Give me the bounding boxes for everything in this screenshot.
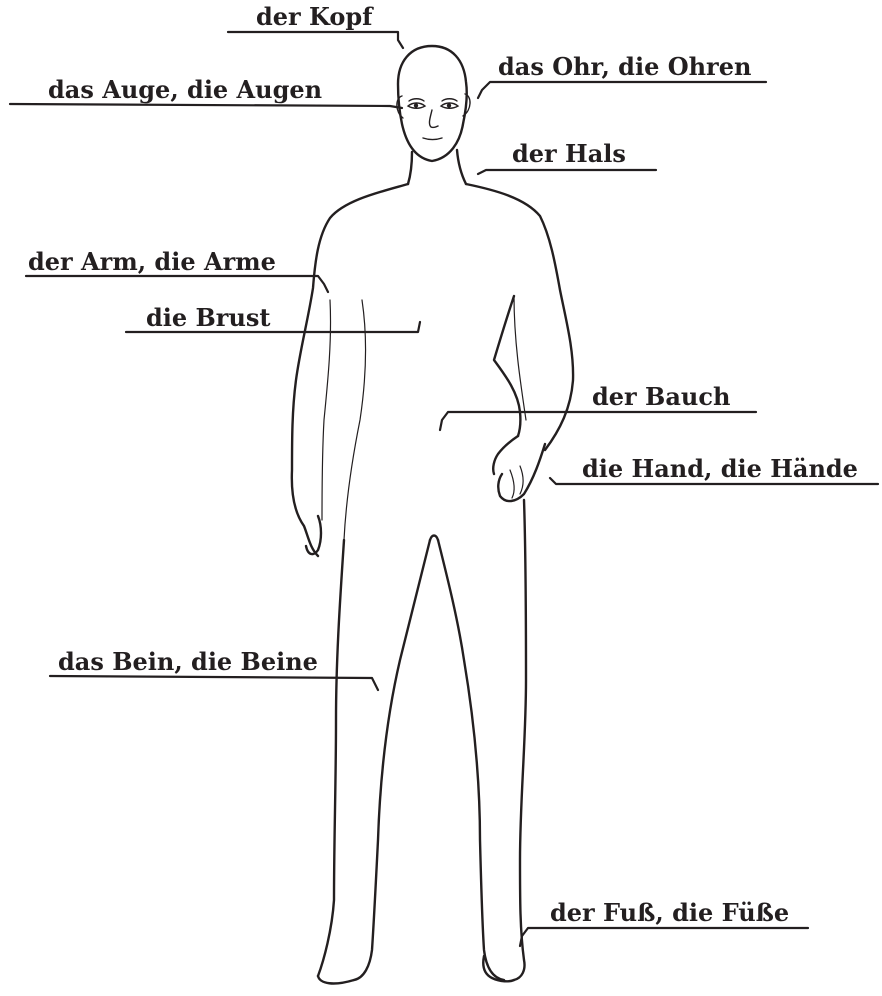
head-outline (398, 46, 467, 161)
torso-left (344, 300, 366, 540)
label-hand: die Hand, die Hände (582, 454, 858, 483)
eyes (408, 99, 458, 109)
neck-leader (478, 170, 656, 174)
torso-right (514, 296, 526, 420)
label-arm: der Arm, die Arme (28, 247, 276, 276)
neck-right (457, 150, 466, 184)
head-leader (228, 32, 403, 48)
leg-leader (50, 676, 378, 690)
label-head: der Kopf (256, 2, 374, 31)
left-shoulder-arm (292, 184, 408, 556)
label-chest: die Brust (146, 303, 271, 332)
label-leaders (10, 32, 878, 946)
left-leg-outer (318, 540, 344, 976)
foot-leader (520, 928, 808, 946)
label-neck: der Hals (512, 139, 626, 168)
crotch (430, 536, 438, 541)
ear-leader (478, 82, 766, 98)
label-leg: das Bein, die Beine (58, 647, 318, 676)
human-figure (292, 46, 573, 983)
arm-leader (26, 276, 328, 292)
label-belly: der Bauch (592, 382, 730, 411)
label-eye: das Auge, die Augen (48, 75, 322, 104)
left-foot (318, 976, 354, 983)
belly-leader (440, 412, 756, 430)
label-ear: das Ohr, die Ohren (498, 52, 751, 81)
labels: der Kopf das Ohr, die Ohren das Auge, di… (28, 2, 858, 927)
eye-leader (10, 104, 402, 108)
neck-left (408, 152, 412, 184)
left-leg-inner (354, 540, 430, 980)
label-foot: der Fuß, die Füße (550, 898, 789, 927)
right-leg-outer (514, 500, 526, 980)
mouth (423, 138, 442, 140)
right-leg-inner (438, 540, 504, 980)
nose (429, 110, 438, 127)
right-inner-arm (494, 296, 520, 436)
